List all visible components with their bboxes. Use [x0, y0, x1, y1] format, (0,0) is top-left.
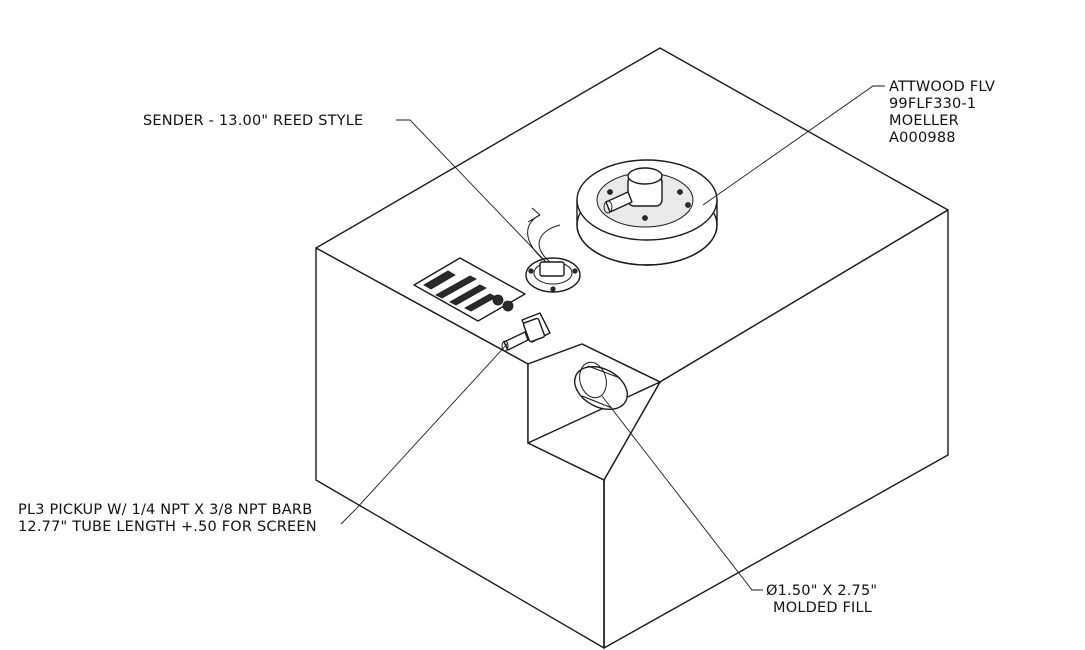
flv-leader [702, 85, 885, 206]
pickup-callout-line-2: 12.77" TUBE LENGTH +.50 FOR SCREEN [18, 519, 317, 535]
fill-callout: Ø1.50" X 2.75" MOLDED FILL [766, 583, 877, 616]
fill-callout-line-1: Ø1.50" X 2.75" [766, 583, 877, 599]
molded-fill-port [574, 361, 628, 411]
pickup-callout: PL3 PICKUP W/ 1/4 NPT X 3/8 NPT BARB 12.… [18, 502, 317, 535]
leader-lines [340, 85, 885, 591]
pickup-leader [340, 342, 509, 525]
sender-callout: SENDER - 13.00" REED STYLE [143, 113, 363, 129]
tank-label-plate [413, 257, 526, 322]
flv-callout-line-4: A000988 [889, 130, 956, 146]
flv-vent-assembly [576, 159, 718, 266]
pickup-callout-line-1: PL3 PICKUP W/ 1/4 NPT X 3/8 NPT BARB [18, 502, 312, 518]
fill-notch-edge [527, 381, 661, 444]
fuel-tank [315, 47, 949, 649]
fill-leader [601, 395, 763, 591]
reed-sender [525, 207, 581, 293]
sender-leader [396, 119, 547, 263]
flv-callout-line-3: MOELLER [889, 113, 959, 129]
fill-callout-line-2: MOLDED FILL [773, 600, 872, 616]
flv-callout-line-2: 99FLF330-1 [889, 96, 976, 112]
flv-callout: ATTWOOD FLV 99FLF330-1 MOELLER A000988 [889, 79, 995, 146]
pickup-fitting [501, 312, 551, 352]
flv-callout-line-1: ATTWOOD FLV [889, 79, 995, 95]
